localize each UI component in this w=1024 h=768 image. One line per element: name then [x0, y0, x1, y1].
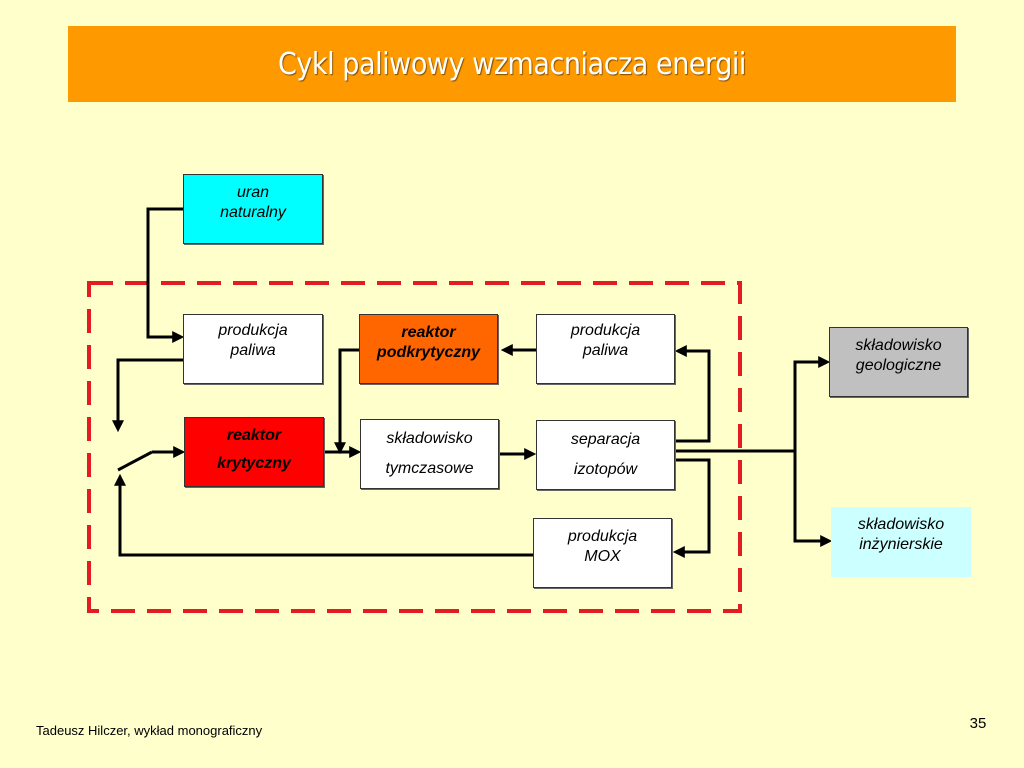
node-label-line: separacja [570, 431, 641, 448]
node-skladowisko-tymczasowe: składowisko tymczasowe [360, 419, 499, 489]
arrow-to-skladowisko-inzynierskie [793, 451, 833, 547]
node-label-line: produkcja [218, 322, 288, 339]
node-label-line: paliwa [230, 342, 276, 359]
node-uran-naturalny: uran naturalny [183, 174, 323, 244]
arrow-separacja-to-produkcja-paliwa [674, 345, 711, 443]
footer-author: Tadeusz Hilczer, wykład monograficzny [36, 723, 263, 738]
node-label-line: składowisko [857, 516, 945, 533]
switch-lever [117, 450, 153, 472]
node-reaktor-podkrytyczny: reaktor podkrytyczny [359, 314, 498, 384]
arrow-produkcja-paliwa-to-switch [112, 358, 183, 433]
node-produkcja-mox: produkcja MOX [533, 518, 672, 588]
node-label-line: składowisko [386, 430, 473, 447]
arrow-reaktor-podkrytyczny-to-skladowisko [334, 348, 359, 455]
node-produkcja-paliwa-right: produkcja paliwa [536, 314, 675, 384]
arrow-separacja-to-produkcja-mox [672, 458, 711, 558]
node-separacja-izotopow: separacja izotopów [536, 420, 675, 490]
node-label-line: produkcja [570, 322, 641, 339]
node-label-line: składowisko [855, 337, 942, 354]
slide-title: Cykl paliwowy wzmacniacza energii [277, 46, 746, 82]
node-label-line: uran [236, 184, 270, 201]
node-label-line: podkrytyczny [376, 344, 481, 361]
node-label-line: tymczasowe [385, 460, 474, 477]
system-boundary-frame [87, 281, 742, 613]
node-label-line: geologiczne [855, 357, 942, 374]
node-skladowisko-inzynierskie: składowisko inżynierskie [831, 507, 971, 577]
node-skladowisko-geologiczne: składowisko geologiczne [829, 327, 968, 397]
node-label-line: MOX [584, 548, 621, 565]
node-label-line: inżynierskie [859, 536, 943, 553]
node-label-line: krytyczny [217, 455, 291, 472]
node-produkcja-paliwa-left: produkcja paliwa [183, 314, 323, 384]
node-reaktor-krytyczny: reaktor krytyczny [184, 417, 324, 487]
node-label-line: reaktor [226, 427, 282, 444]
node-label-line: izotopów [573, 461, 638, 478]
arrow-produkcja-mox-to-switch [114, 473, 533, 557]
node-label-line: paliwa [582, 342, 629, 359]
title-bar: Cykl paliwowy wzmacniacza energii [68, 26, 956, 102]
node-label-line: produkcja [567, 528, 638, 545]
node-label-line: naturalny [220, 204, 286, 221]
arrow-uran-to-produkcja-paliwa [146, 207, 185, 343]
arrow-to-skladowisko-geologiczne [793, 356, 831, 451]
node-label-line: reaktor [401, 324, 456, 341]
page-number: 35 [969, 715, 987, 732]
